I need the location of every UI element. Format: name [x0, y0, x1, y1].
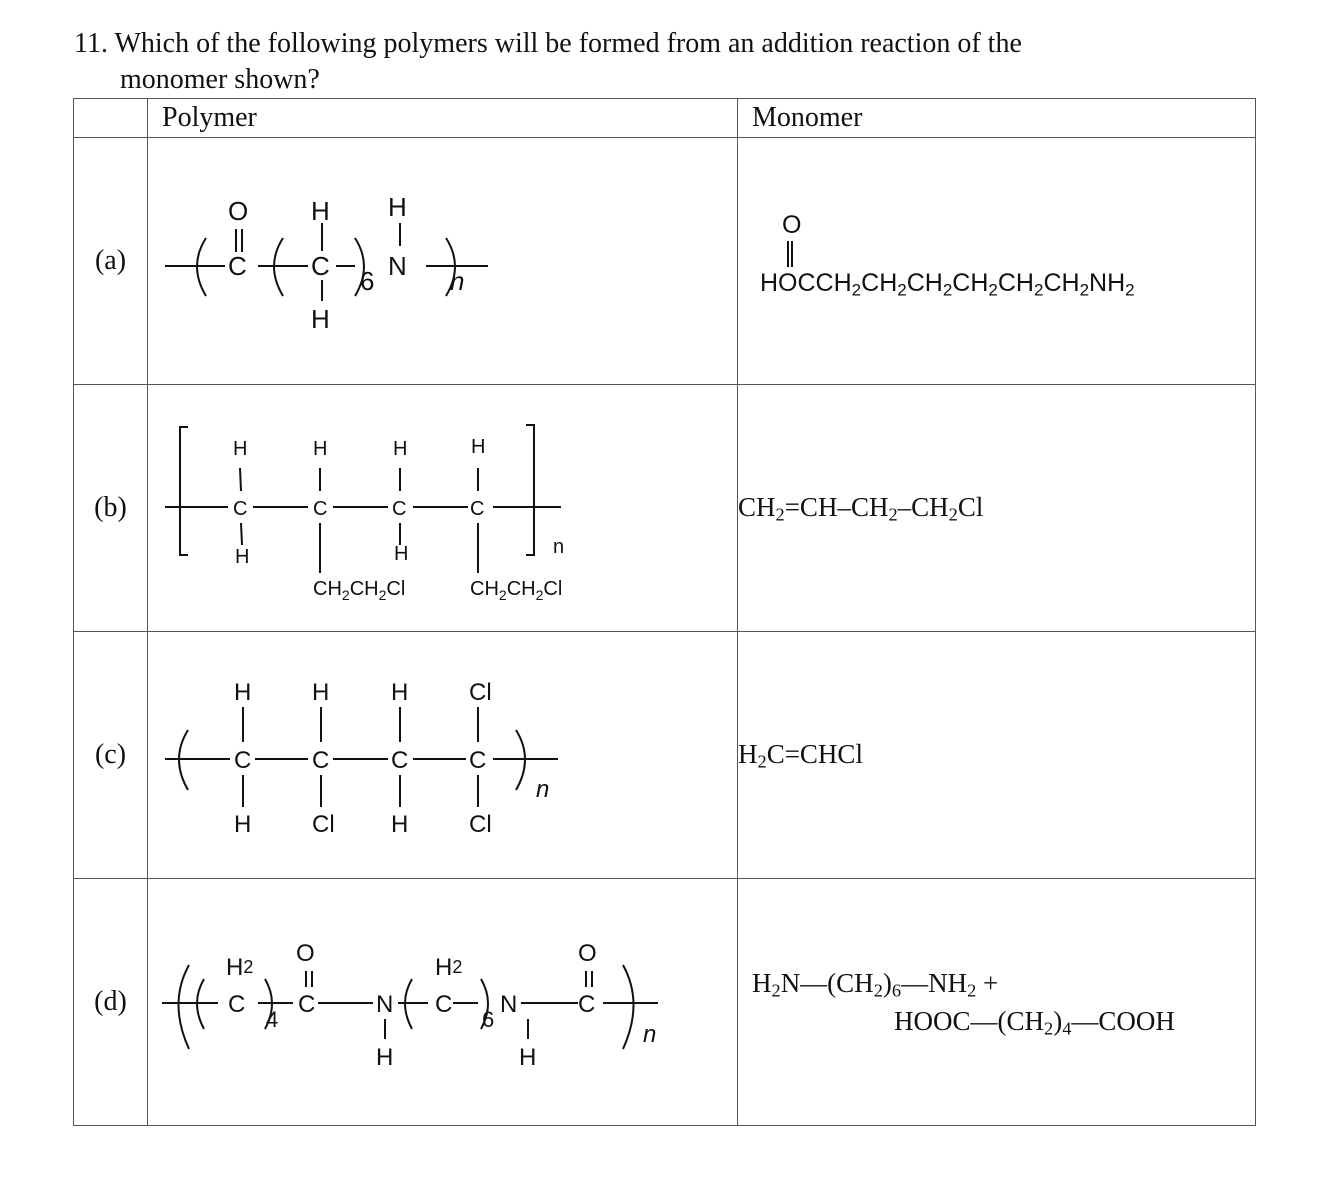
svg-text:n: n — [643, 1021, 656, 1048]
svg-text:Cl: Cl — [469, 679, 492, 706]
monomer-d-line-2: HOOC—(CH2)4—COOH — [894, 1006, 1175, 1039]
svg-text:C: C — [312, 747, 329, 774]
svg-text:4: 4 — [266, 1007, 278, 1032]
svg-text:H: H — [234, 679, 251, 706]
monomer-d: H2N—(CH2)6—NH2 + HOOC—(CH2)4—COOH H2N-(C… — [737, 878, 1256, 1126]
svg-text:H: H — [235, 546, 249, 568]
svg-text:O: O — [228, 196, 248, 226]
svg-text:C: C — [469, 747, 486, 774]
header-label-cell — [73, 98, 148, 138]
svg-text:6: 6 — [482, 1007, 494, 1032]
question-number: 11. — [74, 28, 108, 59]
table-row-d: (d) — [73, 878, 1256, 1126]
polymer-a-diagram: C O C H H 6 N H n — [165, 192, 488, 334]
svg-text:C: C — [311, 251, 330, 281]
svg-text:H: H — [313, 438, 327, 460]
svg-text:H: H — [311, 196, 330, 226]
svg-text:H: H — [519, 1044, 536, 1071]
polymer-monomer-table: Polymer Monomer (a) — [73, 98, 1256, 1126]
question-line-1: Which of the following polymers will be … — [114, 28, 1022, 59]
svg-text:N: N — [376, 991, 393, 1018]
svg-text:O: O — [296, 940, 315, 967]
table-row-a: (a) — [73, 137, 1256, 385]
svg-text:C: C — [578, 991, 595, 1018]
svg-text:O: O — [578, 940, 597, 967]
option-label-a[interactable]: (a) — [73, 137, 148, 385]
svg-text:n: n — [450, 266, 464, 296]
polymer-b-diagram: H C H H C H C H H C n CH2CH2Cl CH2CH2Cl — [165, 424, 564, 603]
svg-text:C: C — [298, 991, 315, 1018]
polymer-structure-c: H C H H C Cl H C H Cl C Cl n — [147, 631, 738, 879]
monomer-c-formula: H2C=CHCl — [738, 739, 863, 772]
svg-text:C: C — [392, 498, 406, 520]
header-polymer-cell: Polymer — [147, 98, 738, 138]
table-row-b: (b) — [73, 384, 1256, 632]
svg-text:H: H — [391, 679, 408, 706]
polymer-c-diagram: H C H H C Cl H C H Cl C Cl n — [165, 679, 558, 838]
svg-text:Cl: Cl — [469, 811, 492, 838]
svg-text:H: H — [376, 1044, 393, 1071]
monomer-b-formula: CH2=CH–CH2–CH2Cl — [738, 492, 984, 525]
question-line-2: monomer shown? — [120, 64, 320, 95]
monomer-a: O HOCCH2CH2CH2CH2CH2CH2NH2 — [737, 137, 1256, 385]
svg-text:H: H — [393, 438, 407, 460]
svg-text:C: C — [228, 251, 247, 281]
monomer-d-line-1: H2N—(CH2)6—NH2 + — [752, 968, 999, 1001]
svg-text:C: C — [234, 747, 251, 774]
svg-text:C: C — [228, 991, 245, 1018]
polymer-structure-d: C H2 4 C O N H C H2 6 N H C O n — [147, 878, 738, 1126]
svg-text:H: H — [471, 436, 485, 458]
svg-text:CH2CH2Cl: CH2CH2Cl — [470, 578, 562, 603]
polymer-structure-a: C O C H H 6 N H n — [147, 137, 738, 385]
svg-text:H: H — [388, 192, 407, 222]
svg-text:C: C — [313, 498, 327, 520]
option-label-b[interactable]: (b) — [73, 384, 148, 632]
header-monomer-cell: Monomer — [737, 98, 1256, 138]
svg-text:H: H — [233, 438, 247, 460]
option-label-c[interactable]: (c) — [73, 631, 148, 879]
monomer-b: CH2=CH–CH2–CH2Cl CH2=CH-CH2-CH2Cl — [737, 384, 1256, 632]
svg-text:CH2CH2Cl: CH2CH2Cl — [313, 578, 405, 603]
svg-text:n: n — [553, 536, 564, 558]
monomer-a-formula: O HOCCH2CH2CH2CH2CH2CH2NH2 — [760, 211, 1135, 300]
svg-text:H2: H2 — [435, 954, 462, 981]
monomer-c: H2C=CHCl H2C=CHCl — [737, 631, 1256, 879]
svg-text:6: 6 — [360, 266, 374, 296]
svg-text:C: C — [435, 991, 452, 1018]
table-header-row: Polymer Monomer — [73, 98, 1256, 138]
svg-text:H: H — [311, 304, 330, 334]
table-row-c: (c) H C H — [73, 631, 1256, 879]
question-text: 11. Which of the following polymers will… — [74, 26, 1022, 98]
svg-text:H: H — [312, 679, 329, 706]
polymer-d-diagram: C H2 4 C O N H C H2 6 N H C O n — [162, 940, 658, 1071]
svg-text:n: n — [536, 776, 549, 803]
svg-text:N: N — [500, 991, 517, 1018]
svg-text:Cl: Cl — [312, 811, 335, 838]
svg-text:C: C — [470, 498, 484, 520]
svg-text:H: H — [394, 543, 408, 565]
svg-text:H: H — [234, 811, 251, 838]
option-label-d[interactable]: (d) — [73, 878, 148, 1126]
svg-text:N: N — [388, 251, 407, 281]
svg-text:C: C — [233, 498, 247, 520]
svg-text:C: C — [391, 747, 408, 774]
polymer-structure-b: H C H H C H C H H C n CH2CH2Cl CH2CH2Cl — [147, 384, 738, 632]
svg-text:H2: H2 — [226, 954, 253, 981]
svg-text:H: H — [391, 811, 408, 838]
